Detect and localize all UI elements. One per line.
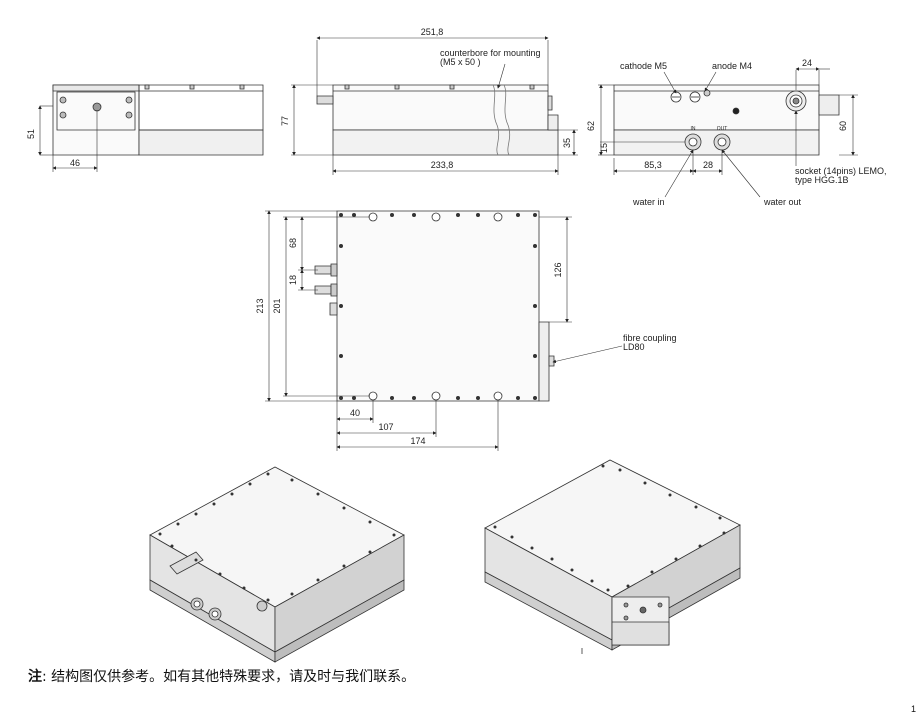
isometric-view-left [150,467,404,662]
dim-top-18: 18 [288,275,298,285]
dim-top-107: 107 [378,422,393,432]
top-view-dimensions [265,210,622,451]
dim-rear-28: 28 [703,160,713,170]
dim-rear-62: 62 [586,121,596,131]
dim-rear-24: 24 [802,58,812,68]
dim-rear-60: 60 [838,121,848,131]
fibre-coupling-label: fibre coupling [623,333,677,343]
dim-top-40: 40 [350,408,360,418]
dim-front-77: 77 [280,116,290,126]
fibre-coupling-model-label: LD80 [623,342,645,352]
port-out-text: OUT [717,126,728,132]
dim-front-251-8: 251,8 [421,27,444,37]
water-in-label: water in [632,197,665,207]
port-in-text: IN [691,126,696,132]
water-out-label: water out [763,197,802,207]
dim-top-201: 201 [272,298,282,313]
anode-label: anode M4 [712,61,752,71]
rear-view [614,85,839,155]
dim-front-233-8: 233,8 [431,160,454,170]
dim-top-126: 126 [553,262,563,277]
side-view-dimensions [38,105,98,172]
page-number: 1 [910,704,916,714]
cathode-label: cathode M5 [620,61,667,71]
counterbore-label: counterbore for mounting [440,48,541,58]
note-text: 注: 结构图仅供参考。如有其他特殊要求，请及时与我们联系。 [28,666,415,686]
side-view [53,85,263,155]
dim-top-68: 68 [288,238,298,248]
isometric-view-right [485,460,740,654]
dim-rear-85-3: 85,3 [644,160,662,170]
front-view-dimensions [291,36,578,175]
note-prefix: 注 [28,669,42,685]
top-view [315,211,554,401]
socket-type-label: type HGG.1B [795,175,849,185]
dim-top-213: 213 [255,298,265,313]
dim-front-35: 35 [562,138,572,148]
socket-label: socket (14pins) LEMO, [795,166,887,176]
front-view [317,85,558,155]
dim-side-51: 51 [26,129,36,139]
dim-top-174: 174 [410,436,425,446]
counterbore-size-label: (M5 x 50 ) [440,57,481,67]
dim-side-46: 46 [70,158,80,168]
dim-rear-15: 15 [599,143,609,153]
rear-view-dimensions [598,67,858,197]
note-body: : 结构图仅供参考。如有其他特殊要求，请及时与我们联系。 [42,669,416,685]
